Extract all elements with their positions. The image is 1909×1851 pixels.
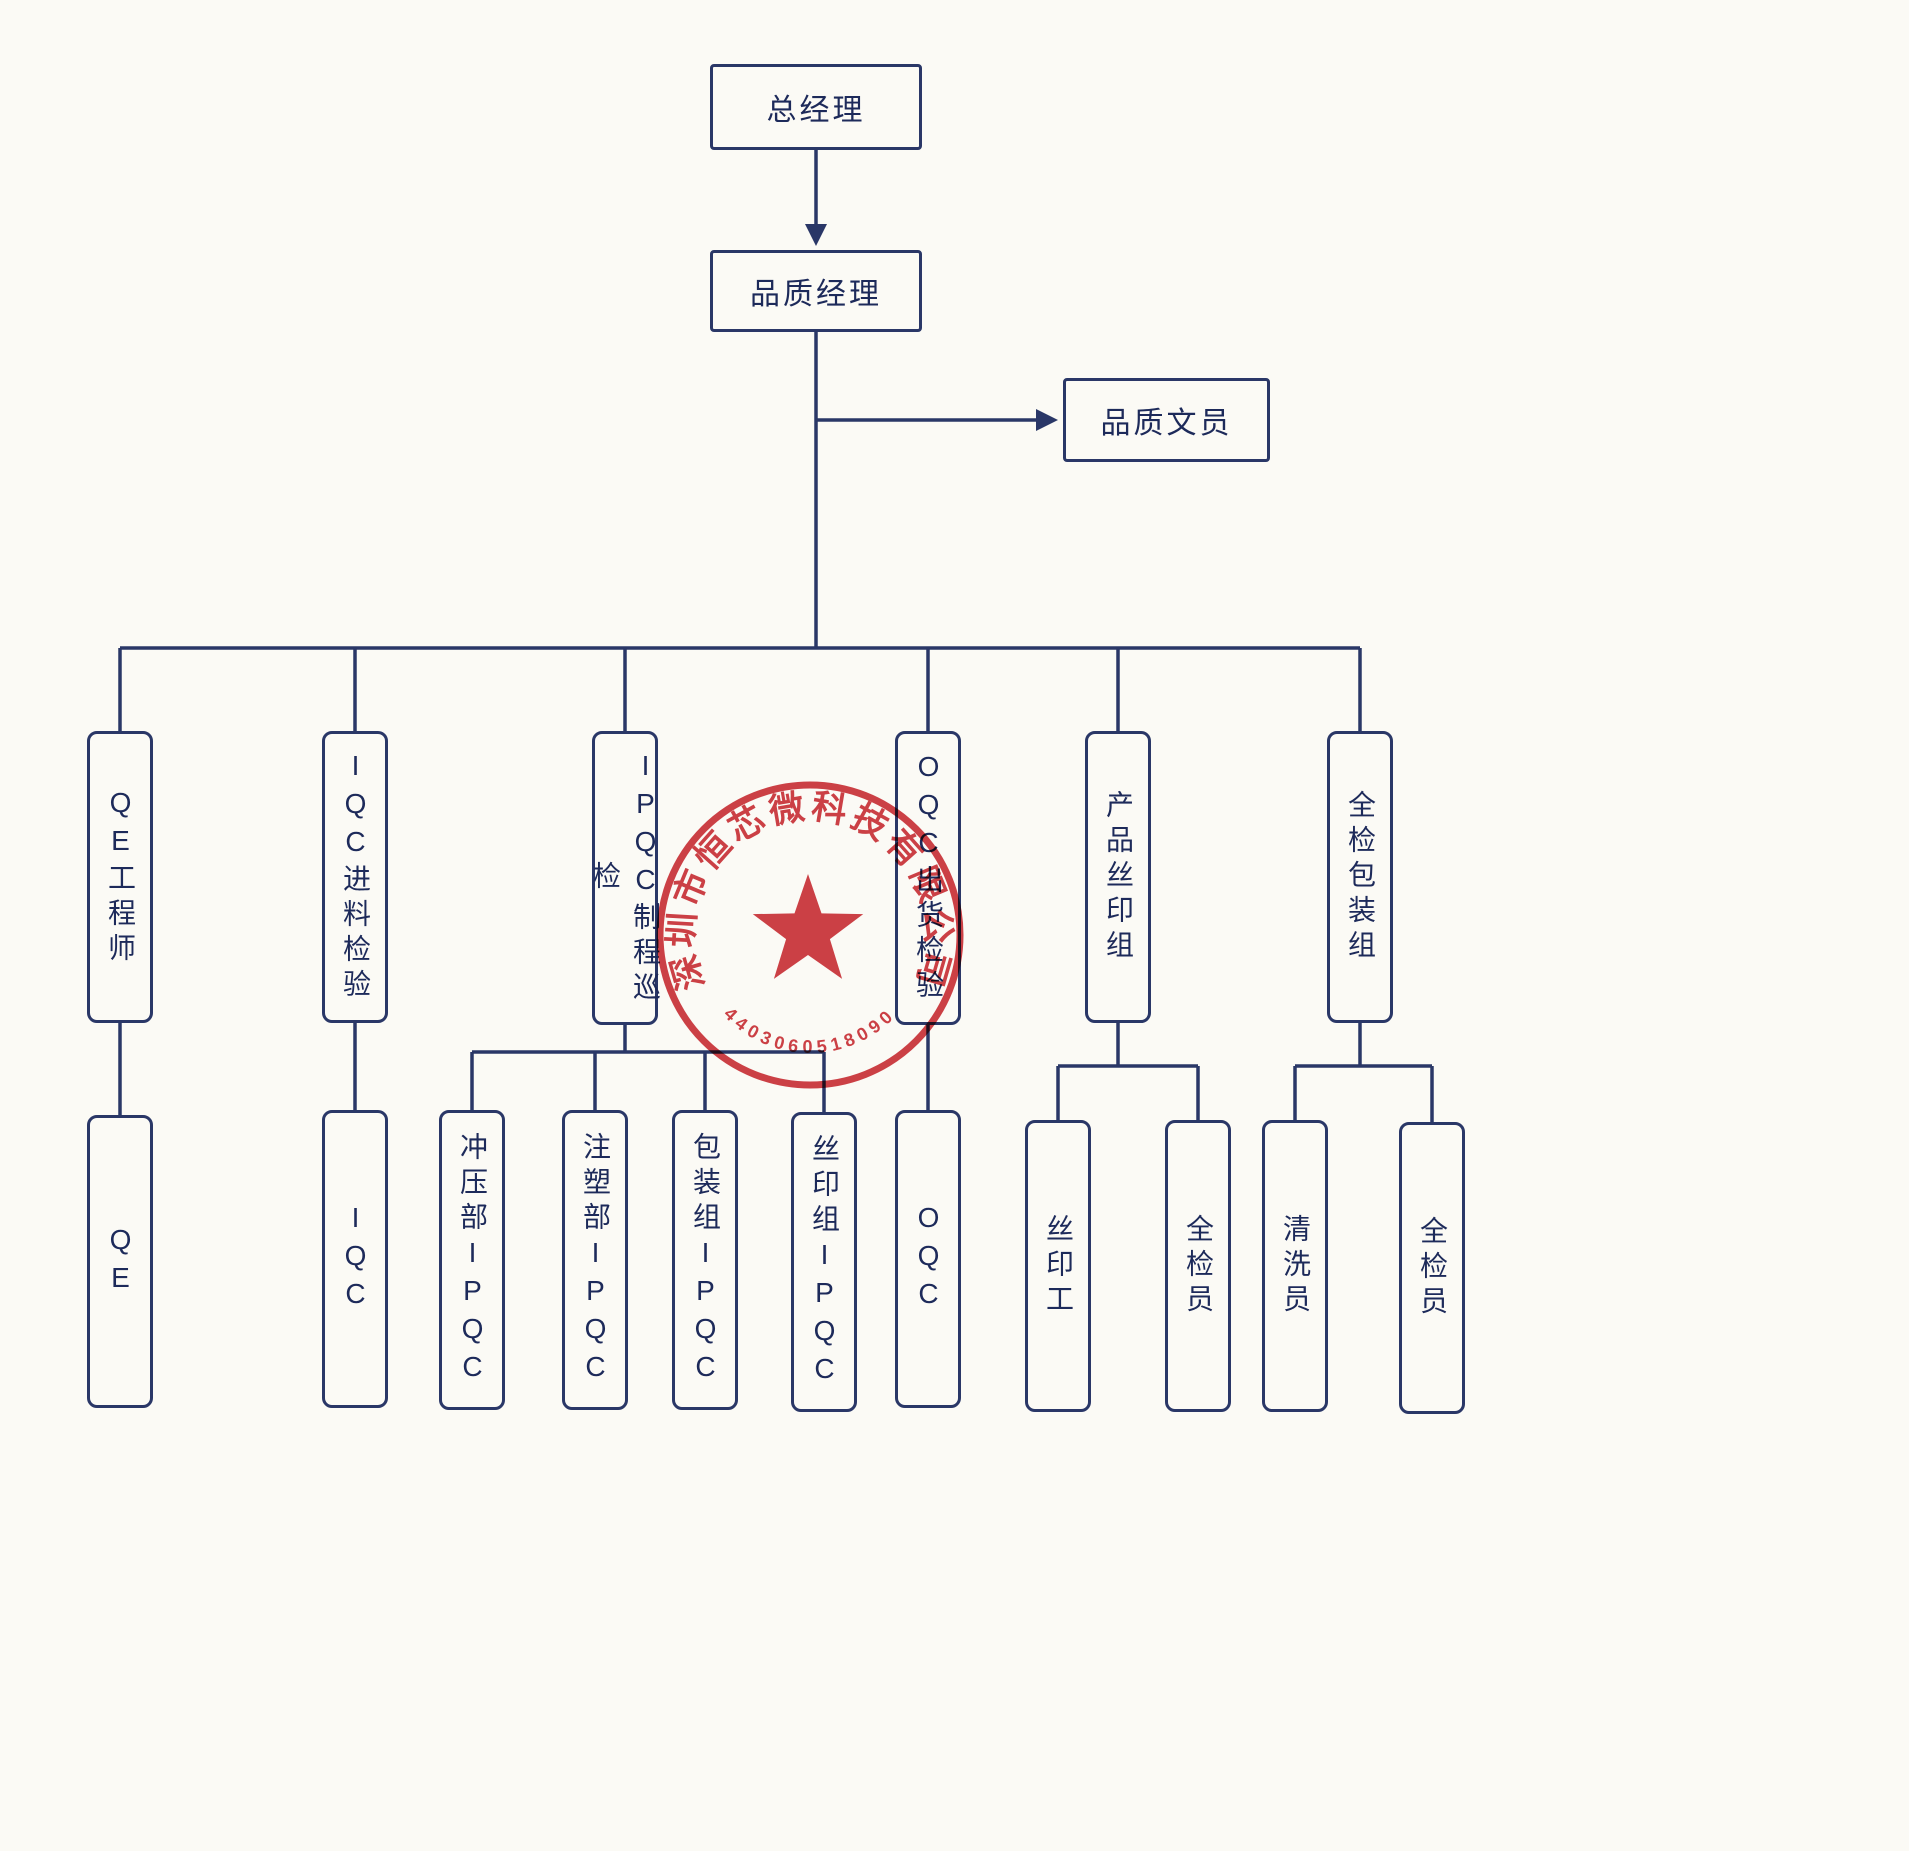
node-iqc-incoming-inspection: IQC进料检验 <box>322 731 388 1023</box>
node-product-silkprint-group: 产品丝印组 <box>1085 731 1151 1023</box>
node-full-inspector-b: 全检员 <box>1399 1122 1465 1414</box>
node-cleaner: 清洗员 <box>1262 1120 1328 1412</box>
node-qe-engineer: QE工程师 <box>87 731 153 1023</box>
node-molding-ipqc: 注塑部IPQC <box>562 1110 628 1410</box>
node-oqc: OQC <box>895 1110 961 1408</box>
node-packing-ipqc: 包装组IPQC <box>672 1110 738 1410</box>
seal-ring <box>656 781 964 1089</box>
node-full-inspection-packing-group: 全检包装组 <box>1327 731 1393 1023</box>
node-iqc: IQC <box>322 1110 388 1408</box>
node-silkprint-ipqc: 丝印组IPQC <box>791 1112 857 1412</box>
node-general-manager: 总经理 <box>710 64 922 150</box>
arrow-right-icon <box>1036 409 1058 431</box>
node-ipqc-process-patrol: IPQC制程巡检 <box>590 731 661 1025</box>
seal-serial-text: 4403060518090 <box>720 1004 900 1058</box>
node-full-inspector-a: 全检员 <box>1165 1120 1231 1412</box>
node-stamping-ipqc: 冲压部IPQC <box>439 1110 505 1410</box>
node-quality-clerk: 品质文员 <box>1063 378 1270 462</box>
arrow-down-icon <box>805 224 827 246</box>
node-oqc-outgoing-inspection: OQC出货检验 <box>895 731 961 1025</box>
seal-star-icon <box>752 874 864 979</box>
node-quality-manager: 品质经理 <box>710 250 922 332</box>
node-silkprint-worker: 丝印工 <box>1025 1120 1091 1412</box>
node-qe: QE <box>87 1115 153 1408</box>
